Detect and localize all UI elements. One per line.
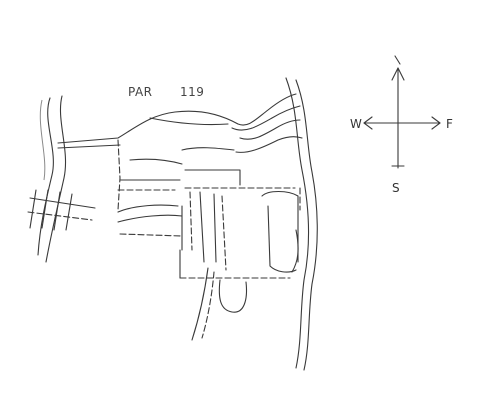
right-river-banks xyxy=(285,77,318,371)
compass-east-label: F xyxy=(446,117,453,131)
parcel-number: 119 xyxy=(180,85,204,99)
southern-extensions xyxy=(179,249,248,341)
left-river-banks xyxy=(37,95,67,263)
west-arrow-icon xyxy=(363,116,373,130)
north-arrow-icon xyxy=(391,67,405,81)
parcel-label-prefix: PAR xyxy=(128,85,153,99)
north-mark-icon xyxy=(394,55,401,65)
compass-west-label: W xyxy=(350,117,362,131)
compass-rose: W F S xyxy=(350,55,453,195)
left-hatch-crossing xyxy=(27,189,96,231)
compass-south-label: S xyxy=(392,181,400,195)
parcel-outline xyxy=(57,93,303,211)
parcel-label: PAR 119 xyxy=(128,85,204,99)
interior-blocks xyxy=(117,169,301,279)
east-arrow-icon xyxy=(431,116,441,130)
